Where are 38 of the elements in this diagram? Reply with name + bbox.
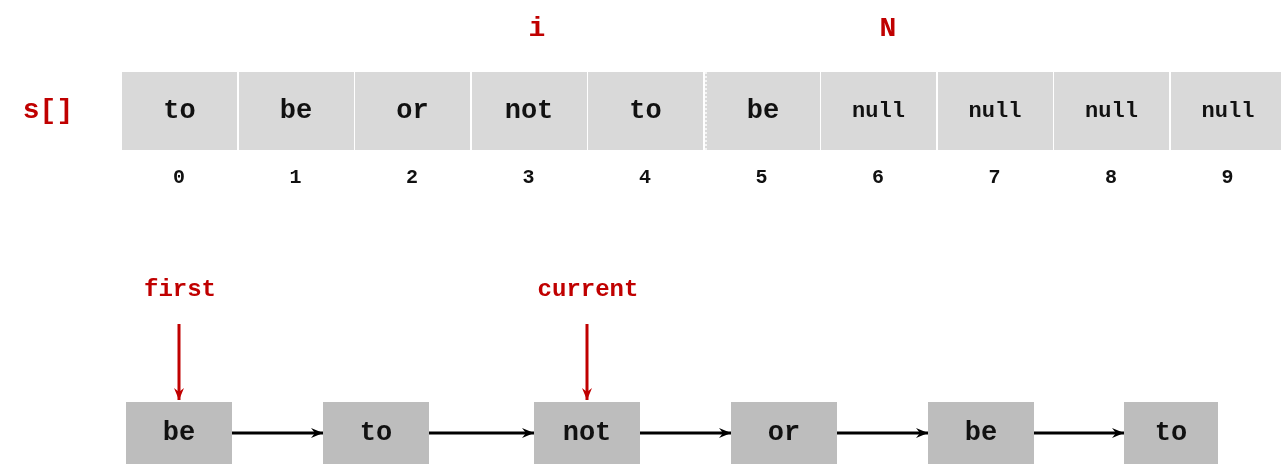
array-index: 4: [638, 164, 652, 191]
array-index: 8: [1104, 164, 1118, 191]
list-node: to: [323, 402, 429, 464]
arrow: [429, 428, 534, 438]
list-node: be: [928, 402, 1034, 464]
array-index: 2: [405, 164, 419, 191]
array-index: 6: [871, 164, 885, 191]
array-cell: null: [937, 72, 1053, 150]
pointer-label: current: [508, 272, 668, 306]
array-cell: null: [1170, 72, 1281, 150]
array-index: 7: [987, 164, 1002, 191]
list-node: or: [731, 402, 837, 464]
arrow: [640, 428, 731, 438]
arrow: [837, 428, 928, 438]
pointer-label: first: [120, 272, 240, 306]
list-node: not: [534, 402, 640, 464]
array-index: 5: [754, 164, 769, 191]
array-index: 9: [1220, 164, 1235, 191]
arrow: [174, 324, 184, 400]
index-marker: i: [527, 11, 547, 46]
array-cell: to: [588, 72, 703, 150]
array-index: 3: [521, 164, 536, 191]
array-index: 1: [288, 164, 303, 191]
array-cell: be: [704, 72, 820, 150]
arrow: [1034, 428, 1124, 438]
arrow: [582, 324, 592, 400]
arrow: [232, 428, 323, 438]
array-cell: not: [471, 72, 587, 150]
array-cell: null: [821, 72, 936, 150]
array-cell: be: [238, 72, 354, 150]
array-name: s[]: [21, 93, 75, 128]
array-index: 0: [172, 164, 186, 191]
index-marker: N: [878, 11, 898, 46]
array-cell: null: [1054, 72, 1169, 150]
list-node: be: [126, 402, 232, 464]
array-cell: to: [122, 72, 237, 150]
array-cell: or: [355, 72, 470, 150]
list-node: to: [1124, 402, 1218, 464]
